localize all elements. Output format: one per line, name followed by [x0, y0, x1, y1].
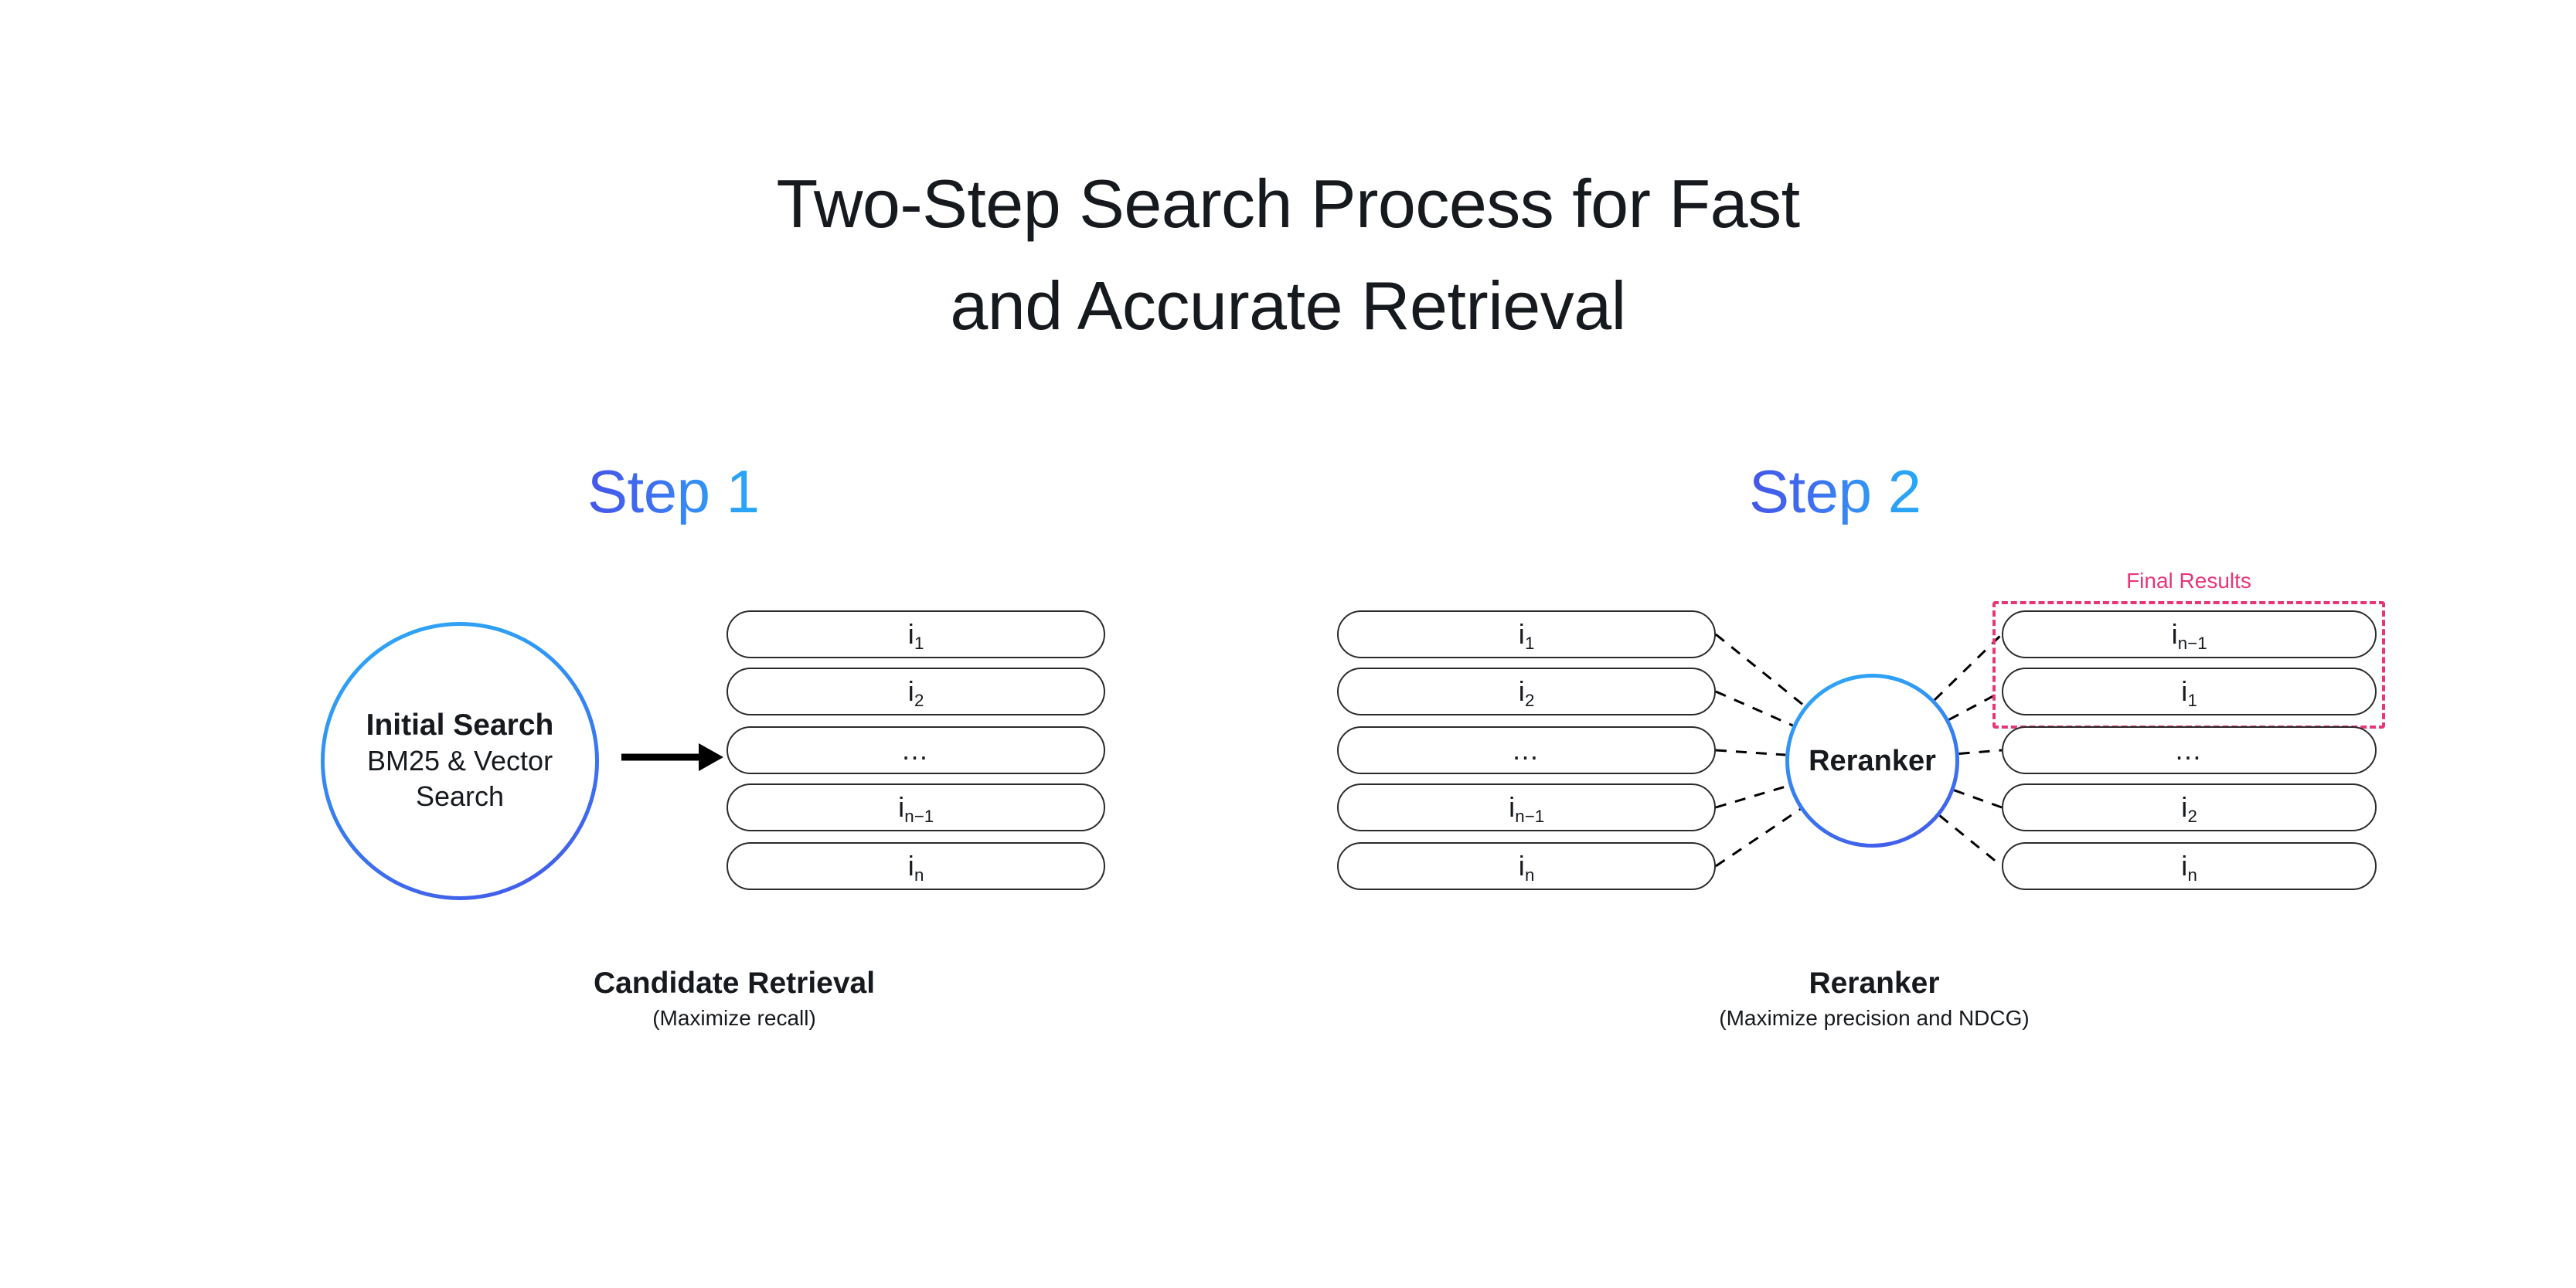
reranker-input-item[interactable]: …	[1337, 726, 1716, 774]
ellipsis-label: …	[1511, 734, 1542, 766]
step-1-caption-subtitle: (Maximize recall)	[652, 1006, 816, 1030]
reranker-content: Reranker	[1789, 678, 1955, 844]
ellipsis-label: …	[2174, 734, 2204, 766]
step-2-heading: Step 2	[1749, 454, 1921, 528]
ellipsis-label: …	[900, 734, 931, 766]
final-results-label: Final Results	[2126, 569, 2251, 593]
step-2-caption: Reranker (Maximize precision and NDCG)	[1584, 964, 2164, 1034]
initial-search-content: Initial Search BM25 & Vector Search	[325, 626, 595, 896]
initial-search-title: Initial Search	[366, 709, 554, 742]
page-title: Two-Step Search Process for Fast and Acc…	[776, 165, 1800, 344]
candidate-result-item[interactable]: …	[727, 726, 1105, 774]
initial-search-node[interactable]: Initial Search BM25 & Vector Search	[321, 622, 599, 900]
step-1-caption-title: Candidate Retrieval	[593, 967, 876, 1000]
step-2-caption-subtitle: (Maximize precision and NDCG)	[1719, 1006, 2030, 1030]
arrow-right-icon	[621, 743, 723, 771]
reranked-result-item[interactable]: …	[2002, 726, 2377, 774]
step-1-caption: Candidate Retrieval (Maximize recall)	[464, 964, 1005, 1034]
reranker-node[interactable]: Reranker	[1785, 674, 1959, 848]
reranker-title: Reranker	[1809, 744, 1936, 777]
step-1-heading: Step 1	[587, 454, 760, 528]
step-2-caption-title: Reranker	[1809, 967, 1940, 1000]
initial-search-subtitle: BM25 & Vector Search	[366, 745, 553, 812]
